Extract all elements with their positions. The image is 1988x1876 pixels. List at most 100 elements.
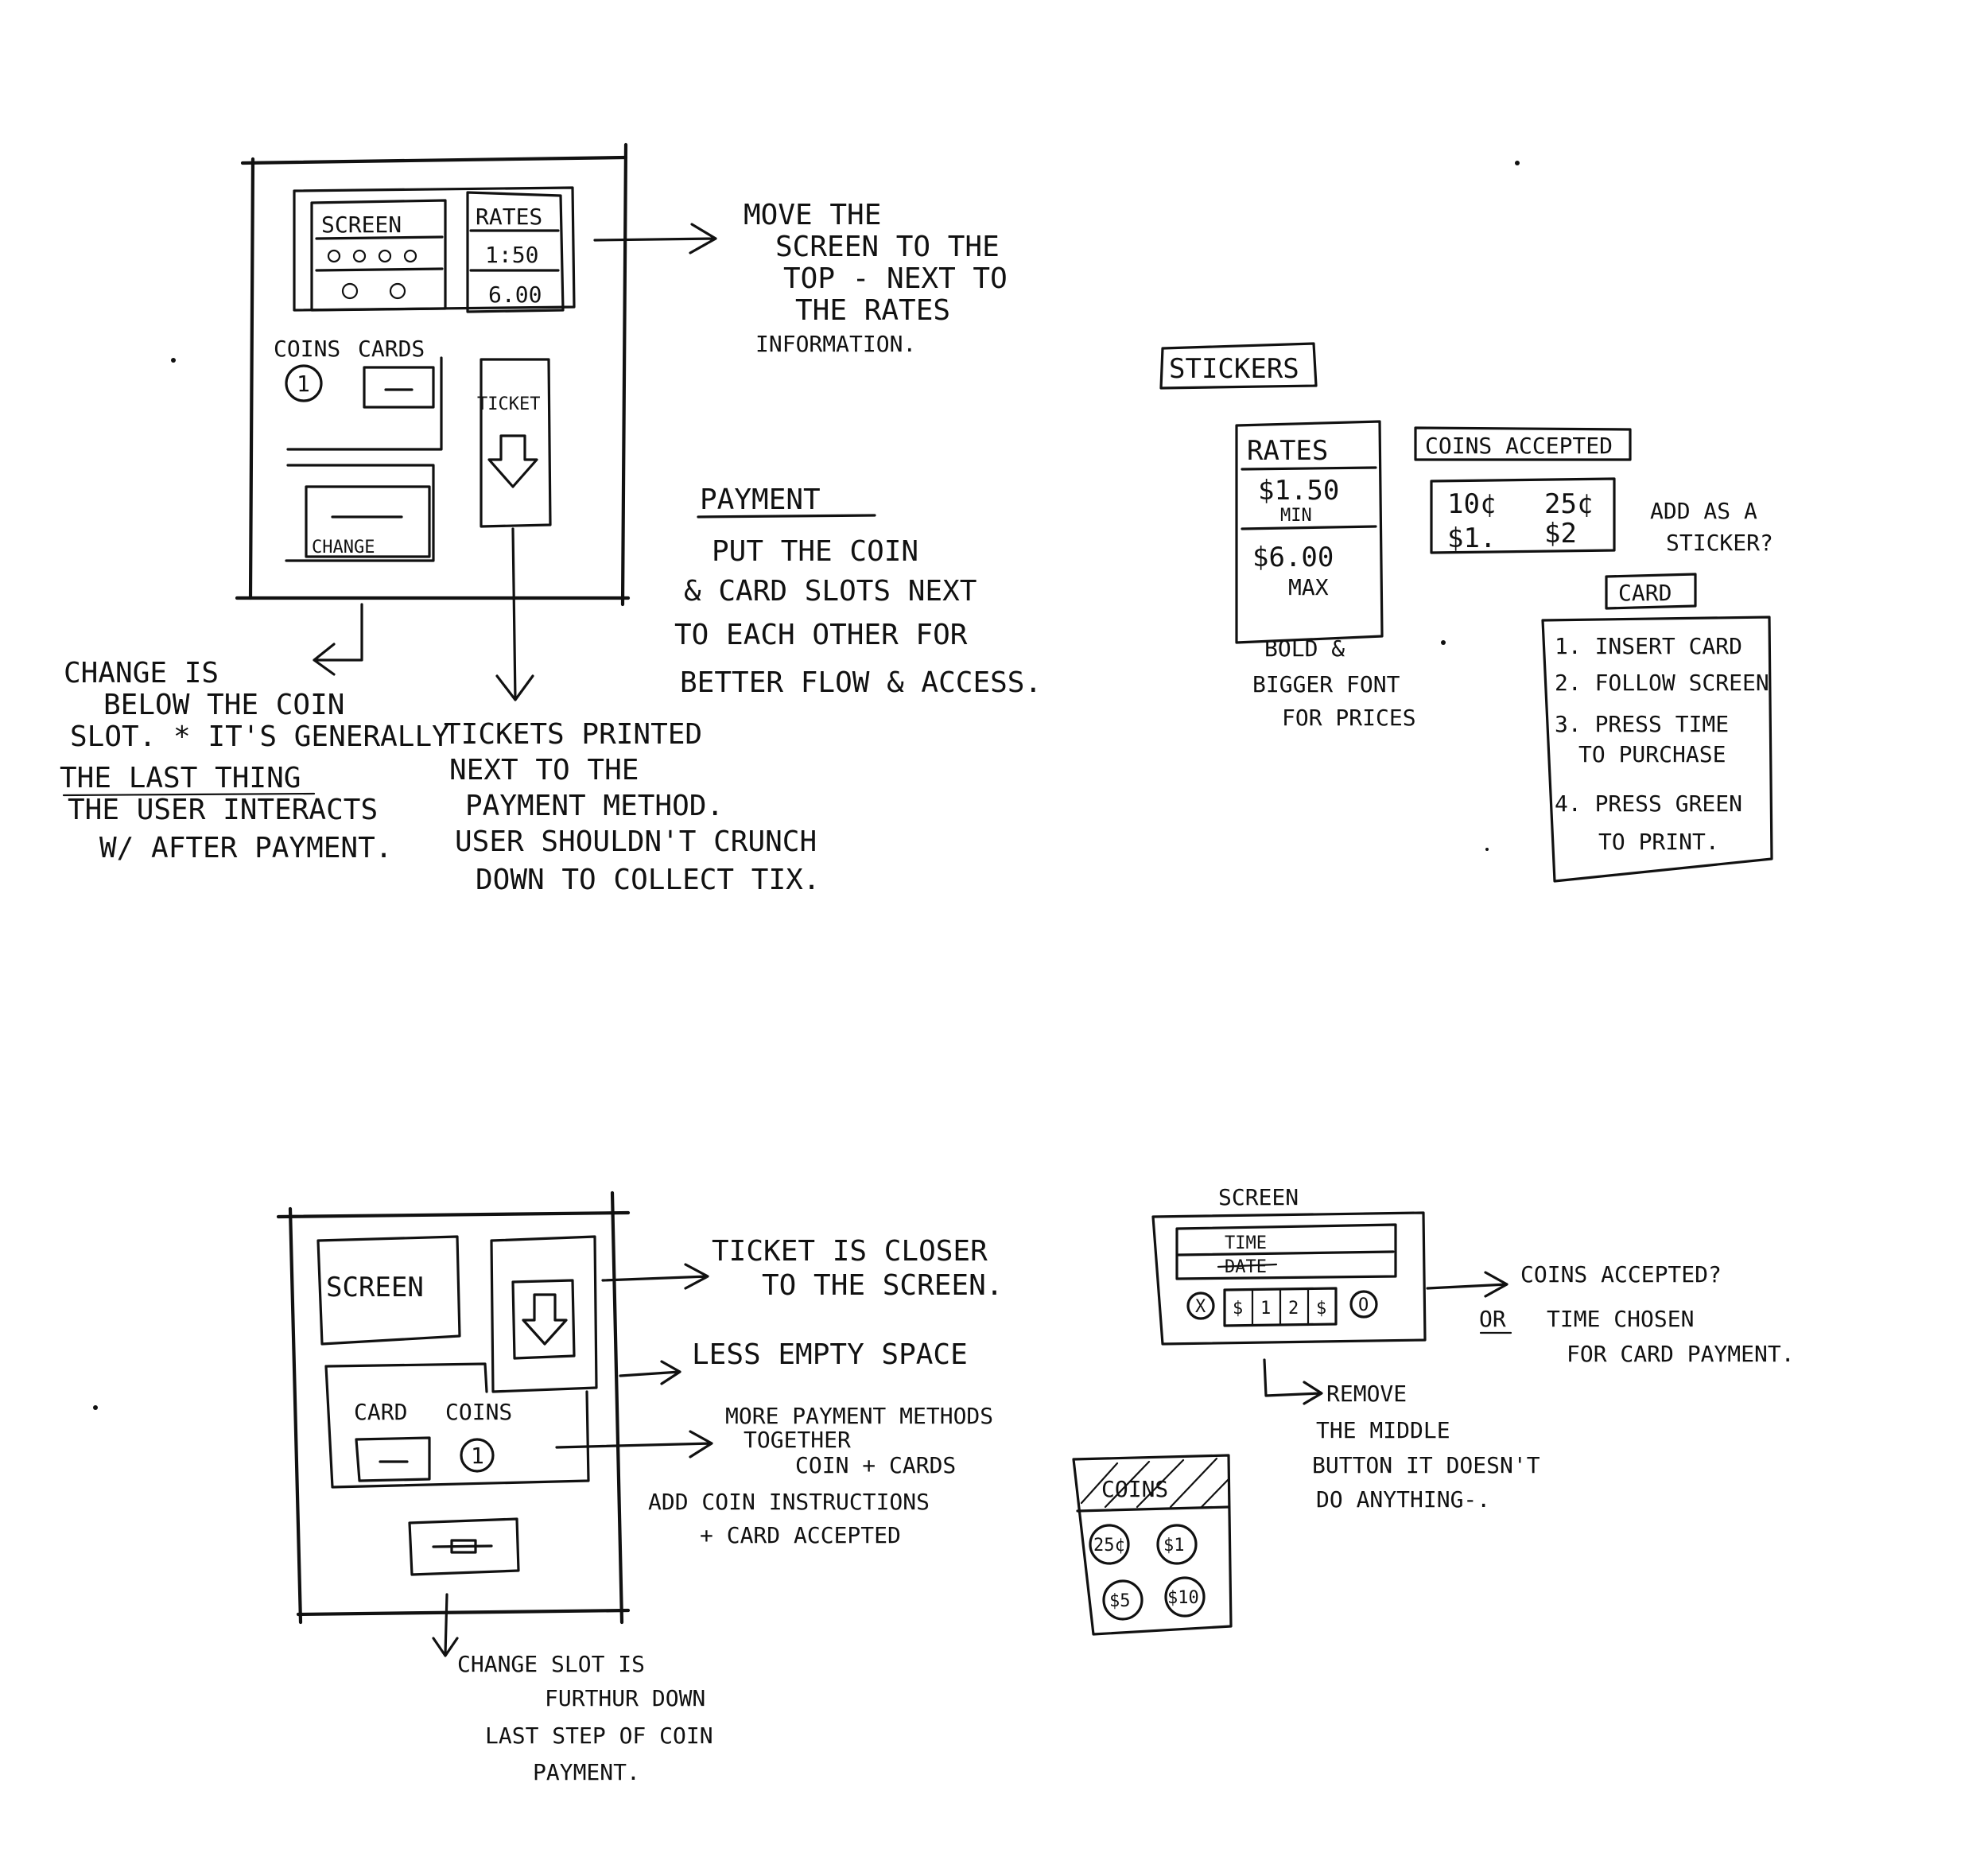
note-line: TIME CHOSEN [1547, 1306, 1694, 1332]
note-line: USER SHOULDN'T CRUNCH [455, 825, 817, 858]
coins-title: COINS [1101, 1476, 1168, 1502]
note-line: & CARD SLOTS NEXT [684, 575, 977, 608]
coins-sticker: COINS 25¢ $1 $5 $10 [1072, 1454, 1233, 1636]
ok-button: O [1349, 1290, 1378, 1319]
card-slot [355, 1436, 431, 1482]
screen-detail-sketch: SCREEN TIME DATE X $ 1 2 $ O [1151, 1184, 1508, 1405]
machine-sketch-2: SCREEN CARD COINS 1 [276, 1190, 713, 1657]
note-line: BOLD & [1264, 635, 1345, 662]
note-line: MOVE THE [744, 199, 881, 231]
rate-value-2: 6.00 [488, 282, 542, 308]
note-line: BIGGER FONT [1252, 671, 1400, 697]
note-line: TICKETS PRINTED [444, 718, 702, 751]
coin-value: $1. [1447, 522, 1496, 554]
card-label: CARD [354, 1399, 407, 1425]
ok-glyph: O [1358, 1295, 1369, 1315]
coin-value: $5 [1109, 1591, 1131, 1611]
note-line: CHANGE IS [64, 657, 219, 689]
note-line: THE LAST THING [60, 762, 301, 794]
stickers-title: STICKERS [1169, 353, 1299, 385]
note-line: TO EACH OTHER FOR [674, 619, 968, 651]
ticket-arrow-icon [522, 1293, 568, 1346]
screen-button: $ [1233, 1299, 1243, 1319]
rate-min: $1.50 [1258, 475, 1339, 507]
note-line: TO THE SCREEN. [762, 1269, 1003, 1302]
note-line: PAYMENT METHOD. [465, 790, 724, 822]
note-line: LAST STEP OF COIN [485, 1723, 713, 1749]
rates-sticker: RATES $1.50 MIN $6.00 MAX [1235, 420, 1384, 644]
screen-button: 1 [1260, 1299, 1271, 1319]
date-line: DATE [1225, 1257, 1267, 1277]
card-step: 4. PRESS GREEN [1555, 790, 1742, 817]
note-line: THE USER INTERACTS [68, 794, 378, 826]
payment-title: PAYMENT [700, 484, 821, 516]
screen-dots [327, 249, 417, 300]
arrow-left-icon [313, 603, 363, 676]
screen-label: SCREEN [326, 1272, 424, 1303]
card-step: 1. INSERT CARD [1555, 633, 1742, 659]
arrow-down-icon [432, 1593, 459, 1657]
note-line: W/ AFTER PAYMENT. [99, 832, 392, 864]
note-line: REMOVE [1326, 1381, 1407, 1407]
note-line: FOR PRICES [1282, 705, 1416, 731]
arrow-hook-icon [1263, 1358, 1323, 1405]
coin-value: 25¢ [1544, 488, 1593, 520]
note-line: NEXT TO THE [449, 754, 639, 787]
card-sticker: CARD 1. INSERT CARD 2. FOLLOW SCREEN 3. … [1541, 573, 1773, 883]
screen-detail-notes: COINS ACCEPTED? OR TIME CHOSEN FOR CARD … [1312, 1261, 1795, 1513]
coin-glyph: 1 [471, 1443, 484, 1469]
note-line: MORE PAYMENT METHODS [725, 1403, 993, 1429]
note-line: INFORMATION. [755, 331, 916, 357]
note-line: PAYMENT. [533, 1759, 640, 1785]
cancel-button: X [1186, 1291, 1215, 1320]
note-line: TOP - NEXT TO [783, 262, 1008, 295]
note-line: SLOT. * IT'S GENERALLY [70, 720, 449, 753]
rates-title: RATES [1247, 435, 1328, 467]
note-line: THE RATES [795, 294, 950, 327]
rate-value-1: 1:50 [485, 242, 538, 268]
note-line: OR [1479, 1306, 1506, 1332]
arrow-right-icon [1426, 1271, 1508, 1298]
arrow-right-icon [593, 223, 717, 254]
coins-accepted-sticker: COINS ACCEPTED 10¢ 25¢ $1. $2 [1414, 426, 1632, 554]
ticket-arrow-icon [487, 434, 538, 488]
note-line: PUT THE COIN [712, 535, 918, 568]
cards-label: CARDS [358, 336, 425, 362]
change-label: CHANGE [312, 538, 375, 557]
time-line: TIME [1225, 1233, 1267, 1253]
note-line: ADD AS A [1650, 498, 1757, 524]
card-title: CARD [1618, 580, 1672, 606]
coins-label: COINS [274, 336, 340, 362]
card-step: 2. FOLLOW SCREEN [1555, 670, 1769, 696]
arrow-down-icon [495, 527, 534, 701]
pen-dots [93, 161, 1520, 1410]
arrow-right-icon [619, 1360, 681, 1385]
coin-slot: 1 [285, 364, 323, 402]
note-line: BETTER FLOW & ACCESS. [680, 666, 1042, 699]
max-label: MAX [1288, 574, 1329, 600]
ticket-note: TICKETS PRINTED NEXT TO THE PAYMENT METH… [444, 718, 820, 896]
note-line: STICKER? [1666, 530, 1773, 556]
note-line: TOGETHER [744, 1427, 851, 1453]
arrow-right-icon [601, 1263, 709, 1290]
note-line: FURTHUR DOWN [545, 1685, 705, 1711]
card-step: TO PURCHASE [1578, 741, 1726, 767]
screen-button: 2 [1288, 1299, 1299, 1319]
card-slot [363, 366, 435, 409]
coin-slot: 1 [460, 1438, 495, 1473]
note-line: + CARD ACCEPTED [700, 1522, 901, 1548]
note-line: DO ANYTHING-. [1316, 1486, 1490, 1513]
sketch2-notes: TICKET IS CLOSER TO THE SCREEN. LESS EMP… [457, 1235, 1003, 1785]
rates-label: RATES [476, 204, 542, 230]
coin-value: $10 [1167, 1588, 1199, 1608]
cancel-glyph: X [1195, 1297, 1206, 1317]
arrow-right-icon [555, 1430, 713, 1458]
coin-value: 10¢ [1447, 488, 1496, 520]
note-line: LESS EMPTY SPACE [692, 1338, 968, 1371]
ticket-label: TICKET [477, 394, 540, 414]
note-line: COINS ACCEPTED? [1520, 1261, 1722, 1288]
note-line: DOWN TO COLLECT TIX. [476, 864, 820, 896]
screen-button: $ [1316, 1299, 1326, 1319]
coin-value: $1 [1163, 1536, 1185, 1556]
note-line: CHANGE SLOT IS [457, 1651, 645, 1677]
